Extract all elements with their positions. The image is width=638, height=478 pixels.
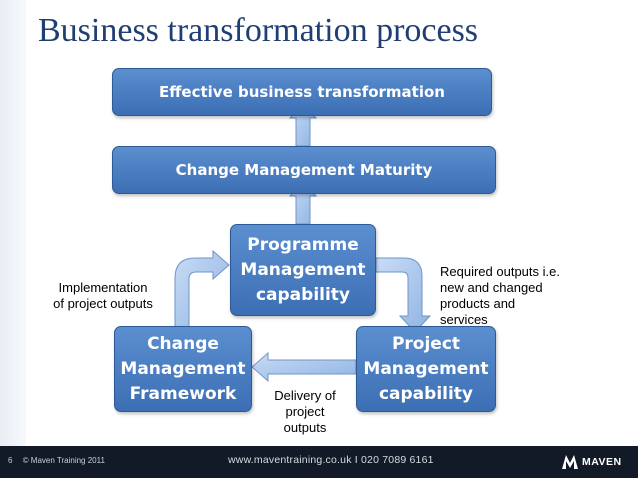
delivery-line-1: Delivery of	[274, 388, 336, 403]
delivery-line-2: project	[285, 404, 325, 419]
arrow-programme-to-project	[375, 257, 432, 333]
programme-line-1: Programme	[247, 234, 359, 255]
arrow-change-to-programme	[174, 249, 230, 333]
effective-transformation-label: Effective business transformation	[159, 83, 445, 101]
project-line-1: Project	[391, 333, 461, 354]
programme-line-3: capability	[255, 284, 351, 305]
required-line-2: new and changed	[440, 280, 543, 295]
change-line-3: Framework	[129, 383, 237, 404]
footer-bar: 6 © Maven Training 2011 www.maventrainin…	[0, 446, 638, 478]
copyright-text: © Maven Training 2011	[22, 456, 105, 465]
page-number: 6	[8, 456, 13, 465]
implementation-line-1: Implementation	[58, 280, 148, 295]
change-line-2: Management	[120, 358, 246, 379]
maven-logo-icon	[562, 455, 578, 469]
change-management-maturity-box: Change Management Maturity	[112, 146, 496, 194]
footer-left: 6 © Maven Training 2011	[8, 456, 113, 465]
required-line-4: services	[440, 312, 488, 327]
required-line-1: Required outputs i.e.	[440, 264, 560, 279]
implementation-line-2: of project outputs	[53, 296, 153, 311]
implementation-label: Implementation of project outputs	[44, 280, 162, 312]
required-line-3: products and	[440, 296, 516, 311]
change-line-1: Change	[147, 333, 219, 354]
programme-line-2: Management	[240, 259, 366, 280]
change-management-framework-box: Change Management Framework	[114, 326, 252, 412]
project-line-2: Management	[363, 358, 489, 379]
project-line-3: capability	[378, 383, 474, 404]
delivery-label: Delivery of project outputs	[266, 388, 344, 436]
programme-management-box: Programme Management capability	[230, 224, 376, 316]
maturity-label: Change Management Maturity	[175, 161, 433, 179]
delivery-line-3: outputs	[283, 420, 327, 435]
arrows-layer	[174, 103, 432, 383]
maven-logo: MAVEN	[562, 452, 622, 472]
required-outputs-label: Required outputs i.e. new and changed pr…	[440, 264, 590, 328]
logo-text: MAVEN	[582, 456, 622, 468]
project-management-box: Project Management capability	[356, 326, 496, 412]
effective-transformation-box: Effective business transformation	[112, 68, 492, 116]
slide-title: Business transformation process	[38, 12, 479, 49]
contact-text: www.maventraining.co.uk I 020 7089 6161	[228, 454, 434, 466]
arrow-project-to-change	[251, 351, 357, 383]
left-decorative-bar	[0, 0, 26, 446]
